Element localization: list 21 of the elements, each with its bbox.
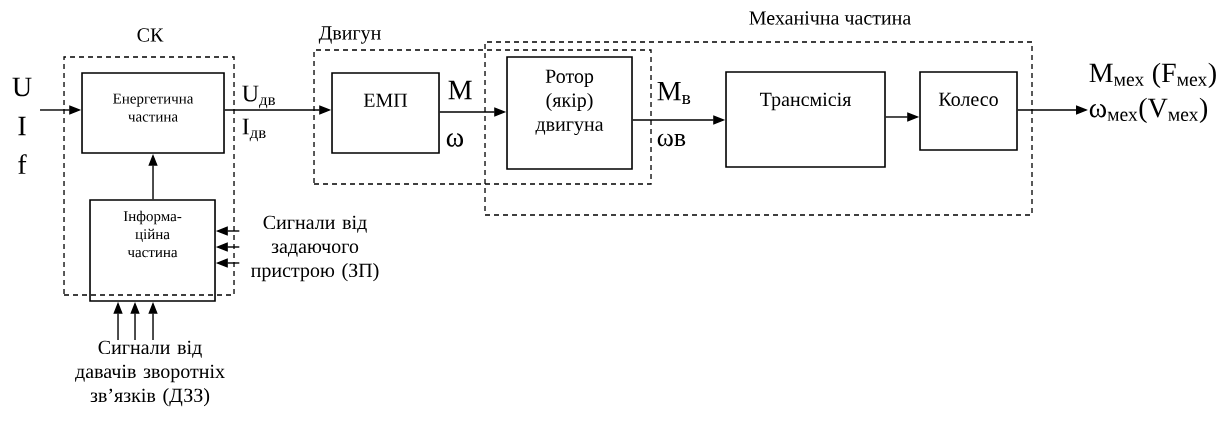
signal-label: I$_{дв}$ xyxy=(242,118,266,142)
signal-label: U$_{дв}$ xyxy=(242,85,275,109)
signal-label: ωв xyxy=(657,133,686,147)
signal-text: Сигнали від давачів зворотніх зв’язків (ДЗЗ) xyxy=(75,340,225,407)
signal-label: M$_{в}$ xyxy=(657,81,691,105)
node-label: Двигун xyxy=(318,26,381,44)
signal-label: M xyxy=(448,80,472,100)
signal-text: Сигнали від задаючого пристрою (ЗП) xyxy=(251,215,379,282)
block: Ротор (якір) двигуна xyxy=(506,56,633,170)
block: Енергетична частина xyxy=(81,72,225,154)
block: Трансмісія xyxy=(725,71,886,168)
signal-label: f xyxy=(18,154,27,174)
signal-label: I xyxy=(18,116,26,136)
signal-label: U xyxy=(12,77,32,97)
node-label: СК xyxy=(137,28,164,42)
block: ЕМП xyxy=(331,72,440,154)
block: Колесо xyxy=(919,71,1018,151)
signal-label: ω xyxy=(446,133,464,147)
block: Інформа-ційна частина xyxy=(89,199,216,302)
signal-label: M$_{мех}$ (F$_{мех}$) ω$_{мех}$(V$_{мех}$) xyxy=(1089,62,1216,124)
node-label: Механічна частина xyxy=(749,11,911,25)
